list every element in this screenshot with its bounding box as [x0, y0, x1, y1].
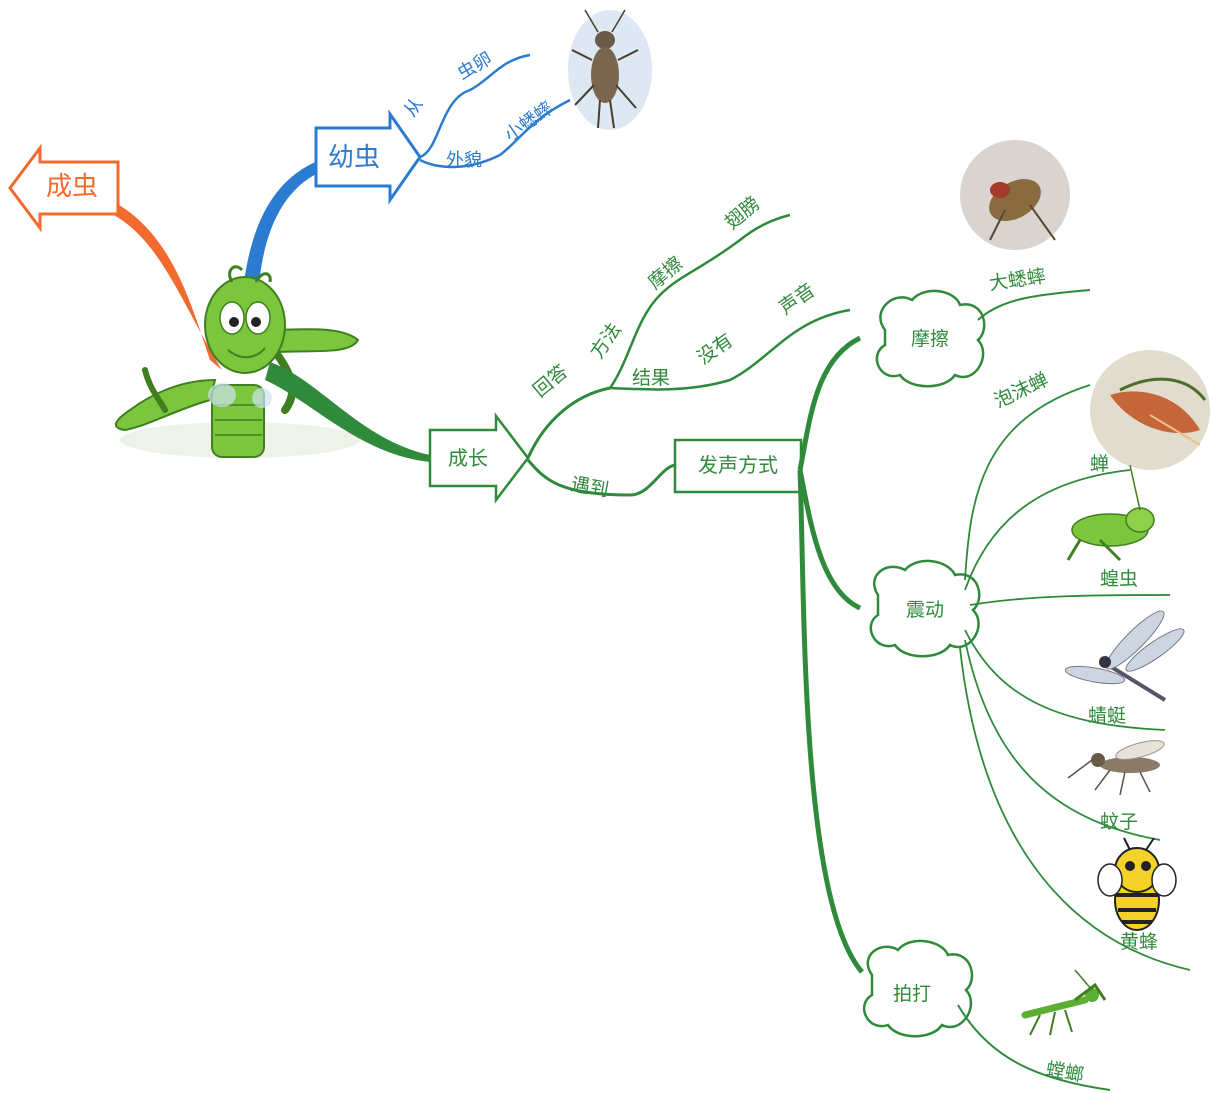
vibration-trunk — [800, 470, 860, 608]
vibration-label: 震动 — [906, 599, 944, 621]
small-cricket-photo — [568, 10, 652, 130]
method-label: 方法 — [586, 319, 626, 363]
big-cricket-line — [978, 290, 1090, 320]
mantis-line — [958, 1005, 1110, 1090]
larva-label: 幼虫 — [328, 143, 380, 173]
mosquito-label: 蚊子 — [1100, 811, 1138, 833]
cricket-mascot — [116, 267, 360, 458]
result-label: 结果 — [632, 367, 670, 389]
sound-method-label: 发声方式 — [698, 453, 778, 477]
wasp-icon — [1098, 838, 1176, 930]
branch-adult-line — [110, 200, 222, 370]
small-cricket-label: 小蟋蟀 — [501, 98, 557, 146]
none-label: 没有 — [693, 329, 737, 369]
egg-label: 虫卵 — [454, 48, 496, 84]
rubbing-trunk — [800, 338, 860, 470]
appearance-label: 外貌 — [446, 150, 482, 171]
locust-line — [970, 595, 1170, 605]
mantis-label: 螳螂 — [1044, 1058, 1085, 1086]
tapping-trunk — [800, 470, 862, 972]
tapping-label: 拍打 — [893, 983, 931, 1005]
meet-label: 遇到 — [569, 473, 610, 501]
growth-label: 成长 — [448, 446, 488, 470]
cicada-label: 蝉 — [1090, 453, 1109, 475]
wasp-label: 黄蜂 — [1120, 931, 1158, 953]
branch-larva-line — [243, 160, 320, 295]
dragonfly-label: 蜻蜓 — [1088, 705, 1126, 727]
adult-label: 成虫 — [46, 172, 98, 202]
mosquito-icon — [1068, 737, 1166, 795]
rubbing-label: 摩擦 — [911, 328, 949, 350]
branch-growth: 成长 回答 方法 摩擦 翅膀 结果 没有 声音 遇到 发声方式 摩擦 大蟋蟀 — [265, 140, 1210, 1090]
dragonfly-icon — [1064, 605, 1188, 700]
branch-larva: 幼虫 从 虫卵 外貌 小蟋蟀 — [243, 10, 652, 295]
from-label: 从 — [400, 94, 428, 121]
big-cricket-label: 大蟋蟀 — [988, 265, 1048, 295]
froghopper-photo — [1090, 350, 1210, 470]
friction-label: 摩擦 — [644, 253, 687, 294]
big-cricket-photo — [960, 140, 1070, 250]
locust-label: 蝗虫 — [1100, 568, 1138, 590]
sound-label: 声音 — [775, 279, 819, 319]
answer-label: 回答 — [529, 361, 572, 402]
branch-adult: 成虫 — [10, 148, 222, 370]
mantis-icon — [1025, 970, 1105, 1035]
